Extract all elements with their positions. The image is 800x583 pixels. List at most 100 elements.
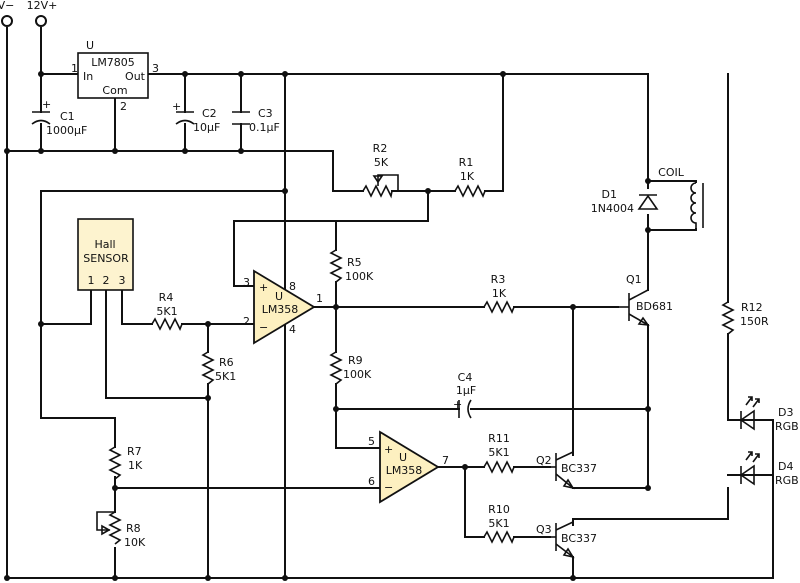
opamp-1-pin2: 2 — [243, 315, 250, 328]
regulator-pin2: 2 — [120, 100, 127, 113]
r4-value: 5K1 — [156, 305, 177, 318]
d4-part: RGB — [775, 474, 799, 487]
terminal-positive-label: 12V+ — [27, 0, 58, 12]
terminal-positive: 12V+ — [27, 0, 58, 27]
regulator-pin-com: Com — [102, 84, 127, 97]
c4-ref: C4 — [458, 371, 473, 384]
q3-ref: Q3 — [536, 523, 552, 536]
c2-polarity: + — [172, 100, 181, 113]
resistor-r6: R6 5K1 — [201, 351, 236, 385]
wires — [6, 27, 774, 579]
c3-ref: C3 — [258, 107, 273, 120]
hall-sensor-line1: Hall — [94, 238, 115, 251]
opamp-2-pin7: 7 — [442, 454, 449, 467]
c4-polarity: + — [453, 398, 462, 411]
opamp-2-ref: U — [399, 451, 407, 464]
r9-ref: R9 — [348, 354, 363, 367]
c4-value: 1μF — [456, 384, 476, 397]
opamp-1-pin4: 4 — [289, 323, 296, 336]
r6-value: 5K1 — [215, 370, 236, 383]
led-d4: D4 RGB — [739, 451, 799, 487]
opamp-2-pin5: 5 — [368, 435, 375, 448]
terminal-negative: V− — [0, 0, 14, 27]
capacitor-c4: + C4 1μF — [453, 371, 476, 419]
opamp-1-part: LM358 — [262, 303, 299, 316]
voltage-regulator: U LM7805 In Out Com 1 2 3 — [71, 39, 159, 113]
r4-ref: R4 — [159, 291, 174, 304]
r1-value: 1K — [460, 170, 475, 183]
opamp-2-plus: + — [384, 443, 393, 456]
r11-value: 5K1 — [488, 446, 509, 459]
capacitor-c1: + C1 1000μF — [31, 98, 87, 137]
d4-ref: D4 — [778, 460, 793, 473]
regulator-pin3: 3 — [152, 62, 159, 75]
hall-sensor-pin3: 3 — [119, 274, 126, 287]
resistor-r12: R12 150R — [721, 301, 769, 335]
regulator-ref: U — [86, 39, 94, 52]
transistor-q3: Q3 BC337 — [536, 521, 597, 559]
opamp-1-pin8: 8 — [289, 280, 296, 293]
transistor-q1: Q1 BD681 — [618, 273, 673, 326]
opamp-2: + − U LM358 5 6 7 — [368, 430, 449, 504]
r9-value: 100K — [343, 368, 372, 381]
r8-value: 10K — [124, 536, 146, 549]
r1-ref: R1 — [459, 156, 474, 169]
resistor-r1: R1 1K — [454, 156, 486, 198]
capacitor-c2: + C2 10μF — [172, 100, 220, 134]
r3-value: 1K — [492, 287, 507, 300]
potentiometer-r2: R2 5K — [362, 142, 399, 199]
r11-ref: R11 — [488, 432, 510, 445]
d1-ref: D1 — [602, 188, 617, 201]
r5-ref: R5 — [347, 256, 362, 269]
regulator-part: LM7805 — [91, 56, 135, 69]
r5-value: 100K — [345, 270, 374, 283]
relay-coil: COIL — [658, 166, 704, 228]
opamp-1-plus: + — [259, 281, 268, 294]
r12-value: 150R — [740, 315, 769, 328]
hall-sensor-line2: SENSOR — [83, 252, 129, 265]
diode-d1: D1 1N4004 — [591, 188, 659, 215]
r6-ref: R6 — [219, 356, 234, 369]
resistor-r9: R9 100K — [329, 351, 372, 385]
potentiometer-r8: R8 10K — [96, 511, 146, 549]
q2-part: BC337 — [561, 462, 597, 475]
c1-ref: C1 — [60, 110, 75, 123]
resistor-r5: R5 100K — [329, 249, 374, 283]
transistor-q2: Q2 BC337 — [536, 451, 597, 490]
c2-value: 10μF — [193, 121, 220, 134]
resistor-r3: R3 1K — [483, 273, 515, 314]
opamp-1: + − U LM358 3 2 8 4 1 — [243, 269, 323, 345]
c1-value: 1000μF — [46, 124, 87, 137]
r10-value: 5K1 — [488, 517, 509, 530]
q2-ref: Q2 — [536, 454, 552, 467]
r2-value: 5K — [374, 156, 389, 169]
coil-label: COIL — [658, 166, 685, 179]
capacitor-c3: C3 0.1μF — [232, 107, 280, 134]
regulator-pin1: 1 — [71, 62, 78, 75]
r2-ref: R2 — [373, 142, 388, 155]
r7-ref: R7 — [127, 445, 142, 458]
c3-value: 0.1μF — [249, 121, 280, 134]
terminal-negative-label: V− — [0, 0, 14, 12]
r12-ref: R12 — [741, 301, 763, 314]
c2-ref: C2 — [202, 107, 217, 120]
d1-part: 1N4004 — [591, 202, 634, 215]
r7-value: 1K — [128, 459, 143, 472]
resistor-r10: R10 5K1 — [483, 503, 515, 544]
led-d3: D3 RGB — [739, 396, 799, 433]
junction-dots — [4, 71, 651, 581]
opamp-2-pin6: 6 — [368, 475, 375, 488]
d3-part: RGB — [775, 420, 799, 433]
opamp-1-pin3: 3 — [243, 276, 250, 289]
r8-ref: R8 — [126, 522, 141, 535]
opamp-1-pin1: 1 — [316, 292, 323, 305]
opamp-1-ref: U — [275, 290, 283, 303]
opamp-2-part: LM358 — [386, 464, 423, 477]
d3-ref: D3 — [778, 406, 793, 419]
resistor-r11: R11 5K1 — [483, 432, 515, 474]
r3-ref: R3 — [491, 273, 506, 286]
hall-sensor: Hall SENSOR 1 2 3 — [77, 218, 134, 291]
q1-part: BD681 — [636, 300, 673, 313]
c1-polarity: + — [42, 98, 51, 111]
r10-ref: R10 — [488, 503, 510, 516]
